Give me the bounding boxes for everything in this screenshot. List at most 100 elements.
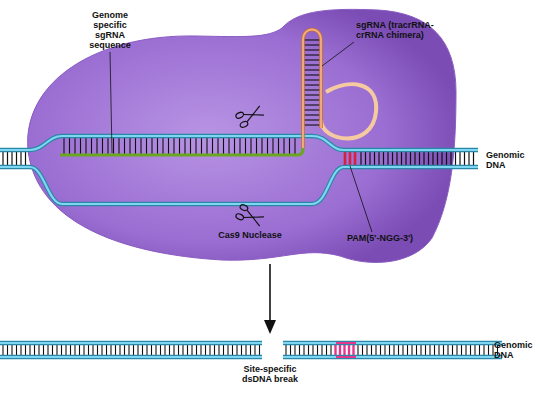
- dna-label: Genomic DNA: [494, 340, 540, 360]
- base-pair: [227, 344, 228, 356]
- base-pair: [459, 151, 460, 166]
- base-pair: [70, 344, 71, 356]
- base-pair: [38, 344, 39, 356]
- base-pair: [389, 344, 390, 356]
- base-pair: [124, 344, 125, 356]
- pam-base-pair: [348, 344, 350, 356]
- base-pair: [236, 344, 237, 356]
- base-pair: [83, 344, 84, 356]
- cas9-protein: Cas9 Nuclease: [18, 6, 458, 268]
- base-pair: [380, 344, 381, 356]
- base-pair: [43, 344, 44, 356]
- base-pair: [375, 344, 376, 356]
- base-pair: [2, 344, 3, 356]
- base-pair: [250, 344, 251, 356]
- base-pair: [492, 344, 493, 356]
- base-pair: [7, 344, 8, 356]
- arrow-head: [264, 320, 276, 334]
- base-pair: [407, 344, 408, 356]
- base-pair: [191, 344, 192, 356]
- base-pair: [101, 344, 102, 356]
- base-pair: [455, 151, 456, 166]
- base-pair: [303, 344, 304, 356]
- base-pair: [254, 344, 255, 356]
- base-pair: [245, 344, 246, 356]
- pam-base-pair: [339, 344, 341, 356]
- dna-strand: [0, 343, 502, 357]
- base-pair: [218, 344, 219, 356]
- base-pair: [384, 344, 385, 356]
- base-pair: [402, 344, 403, 356]
- base-pair: [110, 344, 111, 356]
- base-pair: [214, 344, 215, 356]
- base-pair: [11, 151, 12, 166]
- base-pair: [128, 344, 129, 356]
- protein-outline: [18, 6, 458, 268]
- base-pair: [2, 151, 3, 166]
- base-pair: [16, 344, 17, 356]
- base-pair: [259, 344, 260, 356]
- base-pair: [160, 344, 161, 356]
- base-pair: [330, 344, 331, 356]
- base-pair: [182, 344, 183, 356]
- base-pair: [411, 344, 412, 356]
- base-pair: [56, 344, 57, 356]
- base-pair: [20, 344, 21, 356]
- base-pair: [479, 344, 480, 356]
- process-arrow: [269, 264, 271, 322]
- base-pair: [7, 151, 8, 166]
- base-pair: [173, 344, 174, 356]
- base-pair: [142, 344, 143, 356]
- base-pair: [119, 344, 120, 356]
- base-pair: [434, 344, 435, 356]
- base-pair: [326, 344, 327, 356]
- base-pair: [20, 151, 21, 166]
- base-pair: [362, 344, 363, 356]
- callout-label: sgRNA (tracrRNA-crRNA chimera): [356, 20, 436, 40]
- base-pair: [299, 344, 300, 356]
- base-pair: [483, 344, 484, 356]
- base-pair: [25, 344, 26, 356]
- base-pair: [16, 151, 17, 166]
- callout-label: Genome specific sgRNA sequence: [84, 10, 136, 50]
- base-pair: [196, 344, 197, 356]
- base-pair: [65, 344, 66, 356]
- base-pair: [187, 344, 188, 356]
- base-pair: [92, 344, 93, 356]
- base-pair: [366, 344, 367, 356]
- base-pair: [164, 344, 165, 356]
- base-pair: [61, 344, 62, 356]
- base-pair: [285, 344, 286, 356]
- base-pair: [241, 344, 242, 356]
- base-pair: [488, 344, 489, 356]
- base-pair: [133, 344, 134, 356]
- base-pair: [169, 344, 170, 356]
- base-pair: [74, 344, 75, 356]
- protein-shape: [28, 9, 456, 262]
- base-pair: [398, 344, 399, 356]
- pam-base-pair: [334, 344, 336, 356]
- dna-label: Genomic DNA: [486, 150, 536, 170]
- base-pair: [321, 344, 322, 356]
- base-pair: [294, 344, 295, 356]
- base-pair: [474, 344, 475, 356]
- base-pair: [452, 344, 453, 356]
- base-pair: [290, 344, 291, 356]
- base-pair: [438, 344, 439, 356]
- base-pair: [429, 344, 430, 356]
- base-pair: [29, 344, 30, 356]
- base-pair: [178, 344, 179, 356]
- base-pair: [47, 344, 48, 356]
- base-pair: [468, 151, 469, 166]
- base-pair: [115, 344, 116, 356]
- base-pair: [456, 344, 457, 356]
- base-pair: [312, 344, 313, 356]
- base-pair: [25, 151, 26, 166]
- pam-base-pair: [343, 344, 345, 356]
- base-pair: [308, 344, 309, 356]
- base-pair: [420, 344, 421, 356]
- base-pair: [151, 344, 152, 356]
- base-pair: [11, 344, 12, 356]
- dna-strand-outline: [0, 343, 502, 357]
